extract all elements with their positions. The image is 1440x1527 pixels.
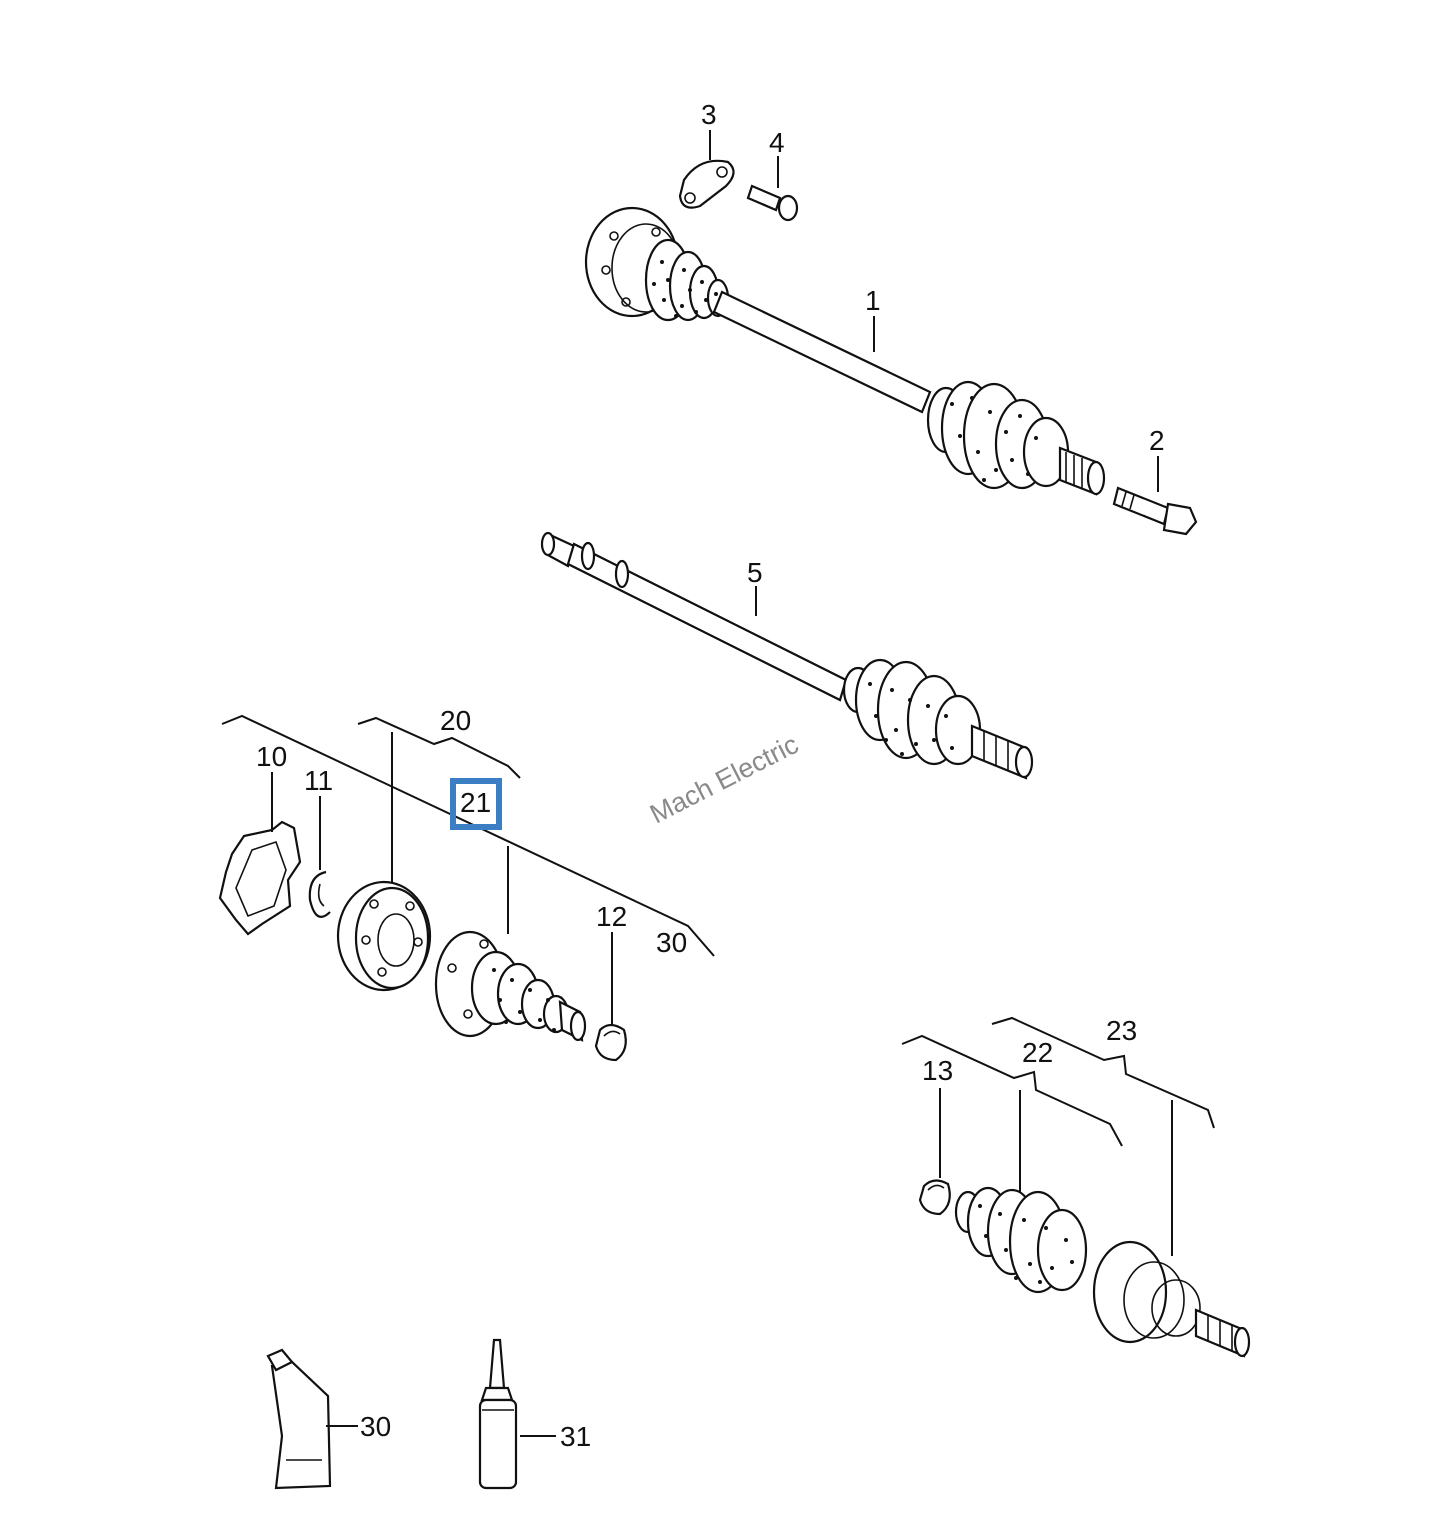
callout-13: 13 <box>922 1055 953 1086</box>
circlip-11 <box>308 870 331 918</box>
callout-23: 23 <box>1106 1015 1137 1046</box>
callout-2: 2 <box>1149 425 1165 456</box>
clamp-12 <box>594 1023 627 1062</box>
clamp-13 <box>918 1179 951 1216</box>
cv-joint-23 <box>1092 1240 1251 1358</box>
gasket-10 <box>218 820 302 936</box>
callout-22: 22 <box>1022 1037 1053 1068</box>
grease-tube-30 <box>266 1348 332 1490</box>
callout-11: 11 <box>304 765 333 796</box>
sealant-bottle-31 <box>478 1338 518 1490</box>
callout-4: 4 <box>769 127 785 158</box>
callout-5: 5 <box>747 557 763 588</box>
boot-22 <box>954 1186 1088 1294</box>
callout-12: 12 <box>596 901 627 932</box>
callout-labels: 3 4 1 2 5 10 11 20 21 12 30 23 22 13 30 … <box>256 99 1165 1452</box>
drive-shaft-5 <box>540 531 1034 780</box>
boot-21 <box>434 930 587 1042</box>
callout-30: 30 <box>360 1411 391 1442</box>
bolt-2 <box>1112 486 1198 536</box>
drive-shaft-assembly-1 <box>584 206 1106 496</box>
callout-30-bracket: 30 <box>656 927 687 958</box>
callout-31: 31 <box>560 1421 591 1452</box>
leader-lines <box>221 130 1215 1437</box>
callout-20: 20 <box>440 705 471 736</box>
callout-21: 21 <box>460 787 491 818</box>
callout-1: 1 <box>865 285 881 316</box>
bolt-4 <box>746 184 799 222</box>
watermark: Mach Electric <box>645 729 803 829</box>
cv-joint-20 <box>336 880 432 992</box>
callout-10: 10 <box>256 741 287 772</box>
highlight-box <box>450 778 502 830</box>
locking-plate-3 <box>678 159 735 209</box>
callout-3: 3 <box>701 99 717 130</box>
